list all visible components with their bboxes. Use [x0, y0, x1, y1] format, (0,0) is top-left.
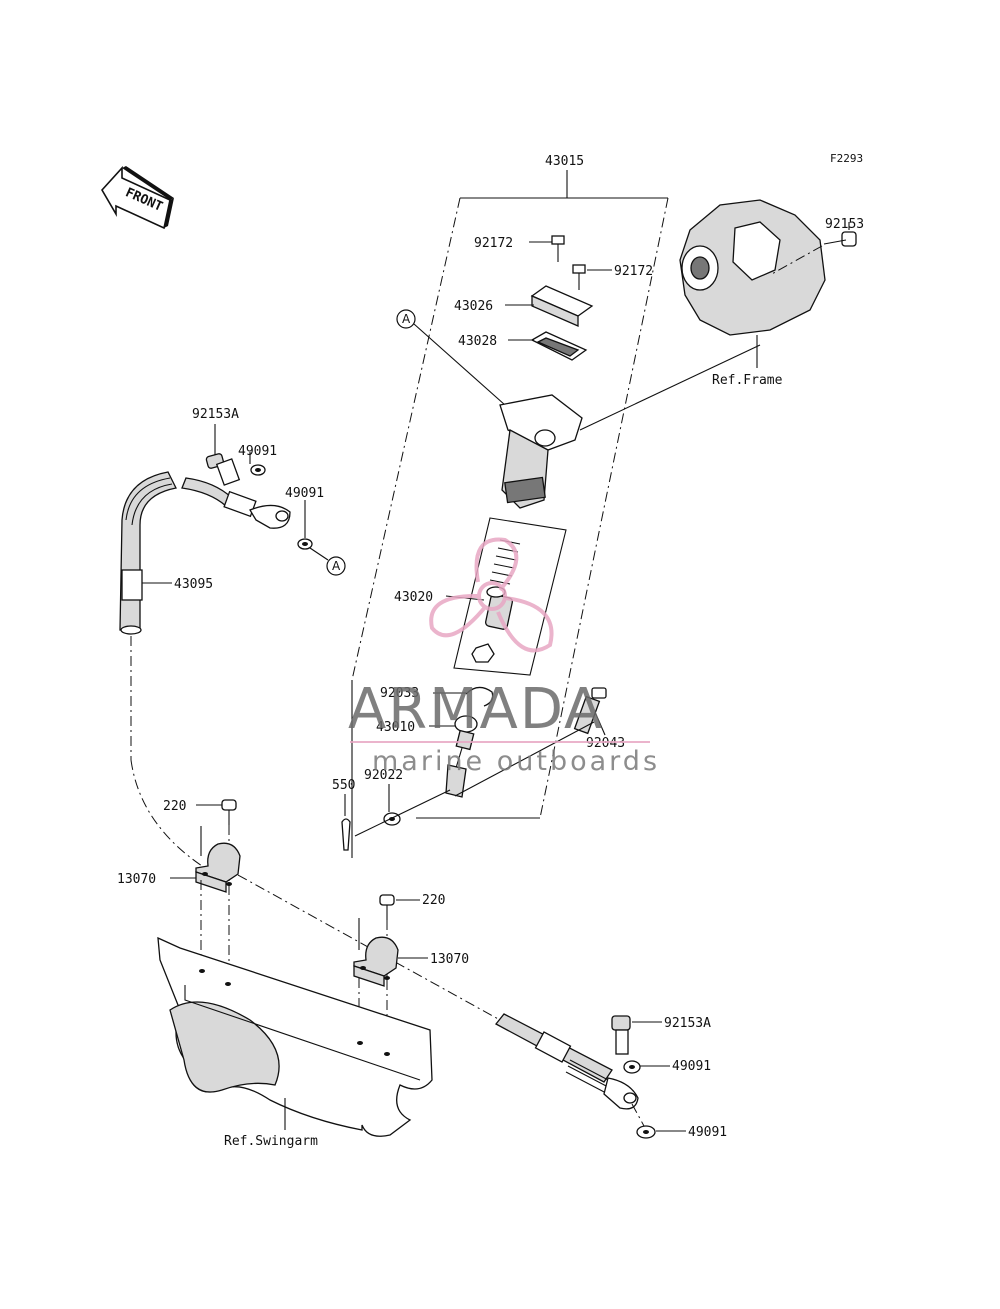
- label-43020: 43020: [394, 590, 433, 605]
- label-92172-top: 92172: [474, 236, 513, 251]
- washer-49091-b: [297, 500, 313, 550]
- brake-hose-43095: [119, 471, 291, 869]
- banjo-bolt-92153A-bottom: [611, 1015, 662, 1055]
- label-43026: 43026: [454, 299, 493, 314]
- label-13070-b: 13070: [430, 952, 469, 967]
- banjo-bolt-92153A-top: [205, 424, 241, 486]
- svg-text:A: A: [402, 312, 411, 326]
- frame-reference: [679, 199, 826, 368]
- label-92022: 92022: [364, 768, 403, 783]
- propeller-logo-icon: [429, 537, 554, 653]
- label-92153: 92153: [825, 217, 864, 232]
- label-92043: 92043: [586, 736, 625, 751]
- cotter-pin-550: [341, 789, 451, 851]
- bolt-92172-top: [529, 235, 565, 262]
- watermark-tagline: marine outboards: [372, 746, 660, 777]
- label-92172-right: 92172: [614, 264, 653, 279]
- diaphragm-43028: [508, 331, 588, 361]
- figure-code: F2293: [830, 152, 863, 165]
- clamp-13070-a: [170, 826, 241, 972]
- watermark-brand: ARMADA: [348, 677, 604, 742]
- callout-a-top: A: [396, 309, 506, 406]
- label-43095: 43095: [174, 577, 213, 592]
- label-49091-c: 49091: [672, 1059, 711, 1074]
- label-220-a: 220: [163, 799, 186, 814]
- clamp-13070-b: [353, 918, 428, 1040]
- label-43015: 43015: [545, 154, 584, 169]
- label-49091-b: 49091: [285, 486, 324, 501]
- label-49091-d: 49091: [688, 1125, 727, 1140]
- washer-49091-c: [623, 1060, 670, 1074]
- bolt-92153: [769, 222, 857, 276]
- circlip-92033: [433, 686, 494, 707]
- swingarm-reference: [157, 936, 433, 1137]
- label-550: 550: [332, 778, 355, 793]
- brake-hose-lower: [495, 1013, 639, 1110]
- washer-49091-d: [631, 1103, 686, 1139]
- label-49091-a: 49091: [238, 444, 277, 459]
- watermark: ARMADA marine outboards: [348, 537, 660, 777]
- svg-text:A: A: [332, 559, 341, 573]
- label-43010: 43010: [376, 720, 415, 735]
- pin-92043: [454, 687, 607, 797]
- washer-49091-a: [249, 452, 266, 476]
- label-43028: 43028: [458, 334, 497, 349]
- label-220-b: 220: [422, 893, 445, 908]
- label-92153A-top: 92153A: [192, 407, 239, 422]
- assembly-43015-bracket: 43015: [351, 154, 669, 858]
- label-ref-frame: Ref.Frame: [712, 373, 783, 388]
- label-92153A-bottom: 92153A: [664, 1016, 711, 1031]
- master-cylinder-body: [499, 344, 761, 509]
- label-13070-a: 13070: [117, 872, 156, 887]
- label-92033: 92033: [380, 686, 419, 701]
- push-rod-43010: [429, 715, 478, 798]
- callout-a-left: A: [309, 547, 346, 576]
- bolt-92172-right: [572, 264, 612, 290]
- front-arrow-icon: FRONT: [101, 165, 174, 230]
- label-ref-swingarm: Ref.Swingarm: [224, 1134, 318, 1149]
- reservoir-cap-43026: [505, 285, 594, 327]
- washer-92022: [383, 784, 401, 826]
